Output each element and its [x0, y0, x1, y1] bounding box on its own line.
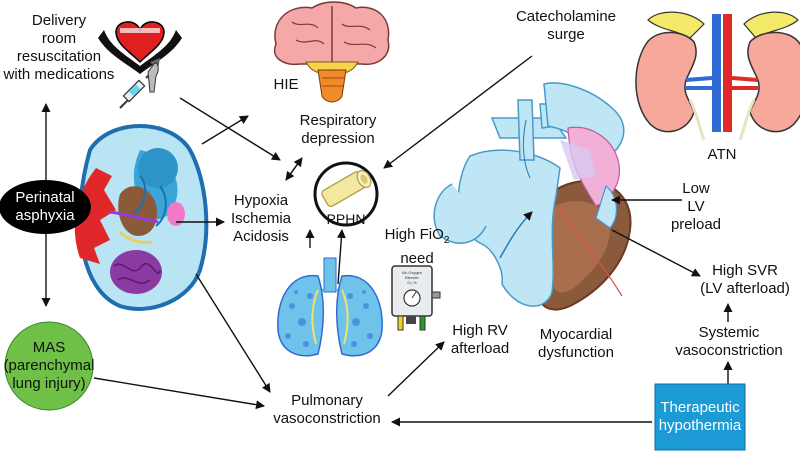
syringe-icon	[119, 58, 160, 109]
low-lv-line-3: preload	[670, 216, 722, 233]
pulmonary-line-1: Pulmonary	[291, 392, 363, 409]
myocardial-line-1: Myocardial	[539, 326, 613, 343]
high-svr-line-2: (LV afterload)	[700, 280, 790, 297]
hypothermia-line-2: hypothermia	[658, 417, 742, 434]
catecholamine-line-2: surge	[547, 26, 585, 43]
catecholamine-surge-label: Catecholamine surge	[508, 8, 624, 44]
respiratory-line-2: depression	[301, 130, 375, 147]
mas-line-1: MAS	[32, 339, 66, 356]
delivery-line-3: resuscitation	[16, 48, 102, 65]
low-lv-line-1: Low	[682, 180, 710, 197]
blender-line-1: Air-Oxygen	[401, 270, 422, 275]
brain-icon	[273, 1, 390, 103]
hypothermia-line-1: Therapeutic	[660, 399, 740, 416]
pphn-vessel-icon	[313, 161, 379, 227]
therapeutic-hypothermia-node	[654, 383, 746, 451]
fio2-subscript: 2	[443, 235, 450, 246]
connection-arrows	[41, 55, 733, 427]
low-lv-line-2: LV	[687, 198, 705, 215]
systemic-vasoconstriction-label: Systemic vasoconstriction	[664, 324, 794, 360]
catecholamine-line-1: Catecholamine	[515, 8, 617, 25]
perinatal-asphyxia-label: Perinatal asphyxia	[0, 189, 90, 225]
delivery-line-4: with medications	[3, 66, 115, 83]
heart-icon	[433, 82, 632, 311]
hypoxia-ischemia-acidosis-label: Hypoxia Ischemia Acidosis	[222, 192, 300, 246]
high-rv-line-2: afterload	[450, 340, 510, 357]
pulmonary-line-2: vasoconstriction	[273, 410, 381, 427]
hypoxia-line-2: Ischemia	[230, 210, 292, 227]
high-rv-line-1: High RV	[452, 322, 508, 339]
perinatal-asphyxia-node	[0, 180, 91, 234]
pphn-label: PPHN	[326, 211, 366, 227]
blender-line-3: O₂ %	[407, 280, 417, 285]
low-lv-preload-label: Low LV preload	[666, 180, 726, 234]
delivery-room-label: Delivery room resuscitation with medicat…	[0, 12, 118, 84]
perinatal-line-2: asphyxia	[15, 207, 75, 224]
atn-label: ATN	[707, 146, 737, 163]
high-svr-label: High SVR (LV afterload)	[690, 262, 800, 298]
hie-label: HIE	[273, 76, 299, 93]
heart-hands-icon	[98, 21, 182, 74]
myocardial-line-2: dysfunction	[538, 344, 614, 361]
mas-line-2: (parenchymal	[3, 357, 95, 374]
high-fio2-label: High FiO2 need	[372, 226, 462, 268]
fio2-line-1: High FiO2	[372, 226, 462, 250]
therapeutic-hypothermia-label: Therapeutic hypothermia	[655, 384, 745, 450]
systemic-line-1: Systemic	[698, 324, 760, 341]
hypoxia-line-1: Hypoxia	[233, 192, 289, 209]
oxygen-blender-icon	[391, 265, 441, 331]
lungs-icon	[277, 257, 383, 357]
pulmonary-vasoconstriction-label: Pulmonary vasoconstriction	[262, 392, 392, 428]
blender-line-2: Blender	[405, 275, 419, 280]
mas-line-3: lung injury)	[12, 375, 86, 392]
perinatal-line-1: Perinatal	[15, 189, 75, 206]
blender-device-label: Air-Oxygen Blender O₂ %	[392, 270, 432, 285]
hypoxia-line-3: Acidosis	[233, 228, 289, 245]
myocardial-dysfunction-label: Myocardial dysfunction	[528, 326, 624, 362]
kidneys-icon	[635, 11, 800, 141]
systemic-line-2: vasoconstriction	[675, 342, 783, 359]
delivery-line-1: Delivery	[31, 12, 87, 29]
delivery-line-2: room	[41, 30, 77, 47]
mas-label: MAS (parenchymal lung injury)	[3, 338, 95, 394]
high-rv-afterload-label: High RV afterload	[440, 322, 520, 358]
respiratory-line-1: Respiratory	[299, 112, 377, 129]
high-svr-line-1: High SVR	[712, 262, 778, 279]
fio2-line-2: need	[400, 250, 434, 267]
mas-node	[4, 321, 94, 411]
uterus-fetus-icon	[74, 124, 209, 311]
fio2-prefix: High FiO	[384, 226, 444, 243]
respiratory-depression-label: Respiratory depression	[288, 112, 388, 148]
